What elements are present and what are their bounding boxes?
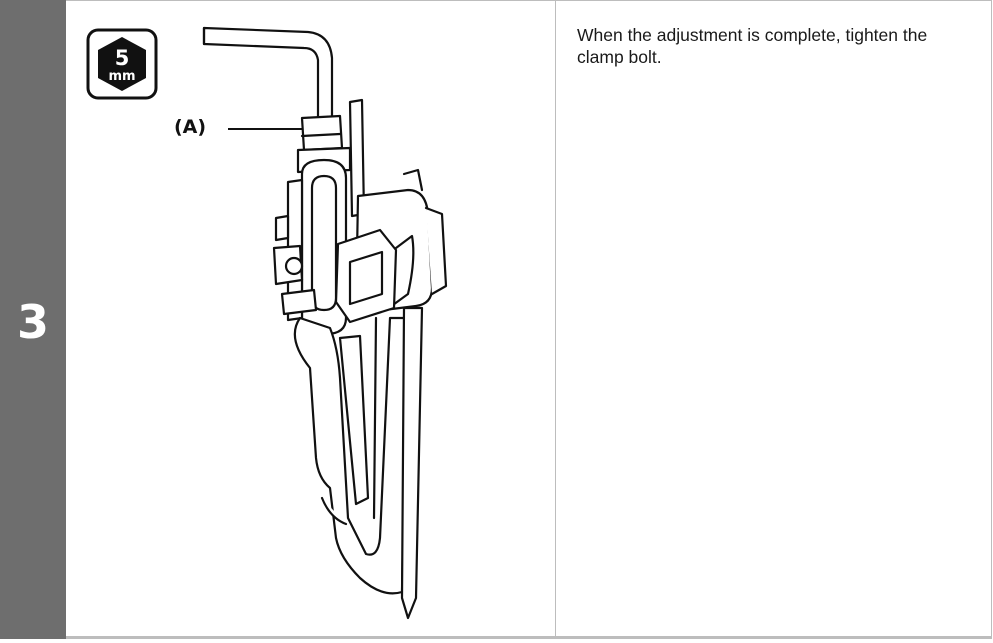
instruction-text: When the adjustment is complete, tighten…	[577, 25, 928, 67]
callout-a-leader-line	[228, 128, 304, 130]
tool-size-unit: mm	[108, 69, 135, 84]
chain-guide-cage	[293, 306, 424, 620]
column-divider	[555, 0, 556, 637]
front-derailleur-illustration	[202, 26, 448, 620]
tool-size-value: 5	[115, 46, 130, 70]
derailleur-link	[334, 168, 448, 324]
step-sidebar: 3	[0, 0, 66, 639]
hex-wrench-size-icon: 5 mm	[86, 28, 158, 100]
step-number: 3	[16, 295, 49, 349]
callout-a-label: (A)	[174, 116, 207, 138]
